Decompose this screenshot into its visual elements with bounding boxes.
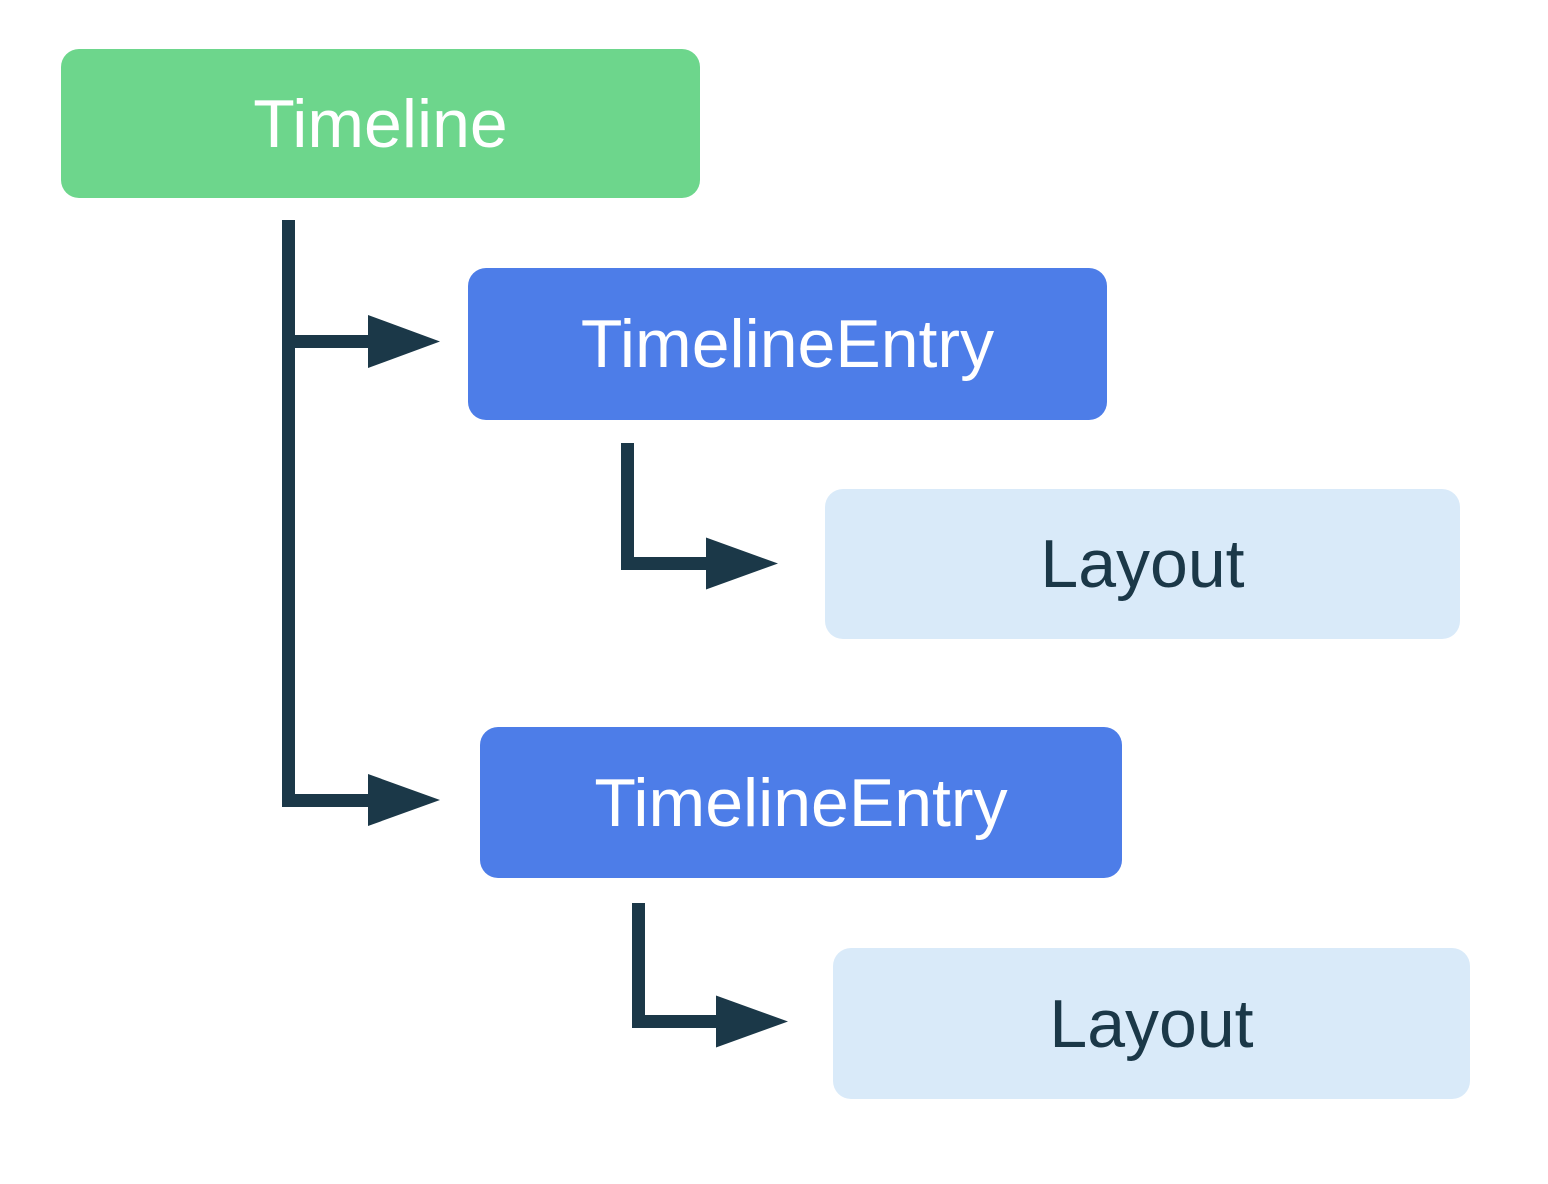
- node-timeline-entry-2: TimelineEntry: [480, 727, 1122, 878]
- arrowhead-icon: [716, 995, 788, 1048]
- connector-trunk: [282, 220, 295, 807]
- node-label: Layout: [1049, 985, 1254, 1062]
- connector-timeline-to-entry2: [282, 774, 440, 826]
- connector-entry1-to-layout1: [621, 443, 778, 590]
- connector-timeline-to-entry1: [282, 315, 440, 368]
- arrowhead-icon: [368, 315, 440, 368]
- arrowhead-icon: [706, 537, 778, 590]
- node-layout-2: Layout: [833, 948, 1470, 1099]
- arrowhead-icon: [368, 774, 440, 826]
- node-timeline-entry-1: TimelineEntry: [468, 268, 1107, 420]
- connector-entry2-to-layout2: [632, 903, 788, 1048]
- node-label: TimelineEntry: [594, 764, 1008, 841]
- node-layout-1: Layout: [825, 489, 1460, 639]
- node-label: Layout: [1040, 526, 1245, 602]
- node-label: Timeline: [253, 85, 508, 162]
- node-label: TimelineEntry: [580, 306, 995, 382]
- node-timeline: Timeline: [61, 49, 700, 198]
